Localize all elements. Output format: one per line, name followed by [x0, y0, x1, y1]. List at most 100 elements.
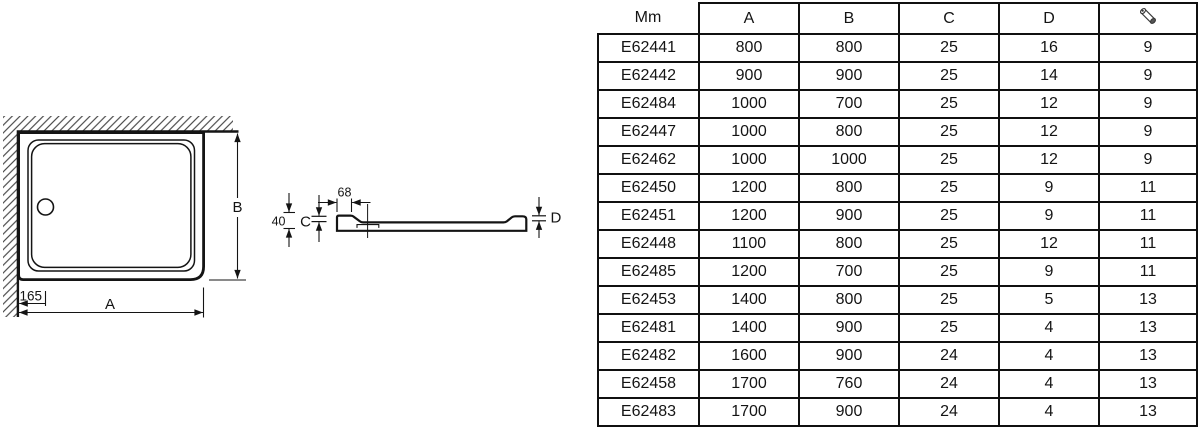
cell-b: 760 — [798, 369, 900, 399]
table-row: E62458 1700 760 24 4 13 — [597, 369, 1198, 399]
table-row: E62450 1200 800 25 9 11 — [597, 173, 1198, 203]
upstand-width-label: 68 — [338, 186, 352, 200]
cell-c: 25 — [898, 229, 1000, 259]
cell-c: 25 — [898, 117, 1000, 147]
cell-c: 25 — [898, 145, 1000, 175]
section-view: 68 40 C — [272, 186, 562, 247]
cell-d: 14 — [998, 61, 1100, 91]
cell-a: 1400 — [698, 285, 800, 315]
cell-a: 1000 — [698, 89, 800, 119]
cell-ref: E62481 — [597, 313, 700, 343]
cell-a: 1600 — [698, 341, 800, 371]
dim-d: D — [532, 197, 562, 238]
tray-rim-inner-line — [30, 142, 192, 269]
dim-c: C — [300, 195, 327, 242]
cell-a: 1200 — [698, 257, 800, 287]
plan-view: B A 165 — [3, 116, 246, 318]
cell-c: 24 — [898, 397, 1000, 427]
cell-a: 1400 — [698, 313, 800, 343]
col-header-a: A — [698, 2, 800, 35]
cell-screws: 11 — [1098, 257, 1198, 287]
cell-c: 25 — [898, 285, 1000, 315]
col-header-b: B — [798, 2, 900, 35]
table-row: E62453 1400 800 25 5 13 — [597, 285, 1198, 315]
dim-b: B — [209, 133, 246, 281]
inner-depth-label: D — [551, 210, 562, 227]
col-header-d: D — [998, 2, 1100, 35]
table-row: E62441 800 800 25 16 9 — [597, 33, 1198, 63]
table-row: E62481 1400 900 25 4 13 — [597, 313, 1198, 343]
cell-b: 900 — [798, 201, 900, 231]
tray-rim-outer-line — [27, 139, 196, 272]
cell-ref: E62450 — [597, 173, 700, 203]
cell-d: 4 — [998, 313, 1100, 343]
cell-d: 9 — [998, 257, 1100, 287]
dim-40: 40 — [272, 193, 295, 247]
table-row: E62451 1200 900 25 9 11 — [597, 201, 1198, 231]
upstand-height-label: 40 — [272, 215, 286, 229]
drain-icon — [36, 198, 55, 216]
cell-ref: E62453 — [597, 285, 700, 315]
cell-ref: E62462 — [597, 145, 700, 175]
cell-d: 12 — [998, 117, 1100, 147]
cell-b: 700 — [798, 257, 900, 287]
cell-ref: E62482 — [597, 341, 700, 371]
cell-a: 1700 — [698, 369, 800, 399]
cell-screws: 11 — [1098, 173, 1198, 203]
tray-profile-outline — [335, 214, 528, 232]
cell-screws: 13 — [1098, 341, 1198, 371]
cell-a: 1000 — [698, 145, 800, 175]
plan-width-label: A — [105, 296, 115, 313]
cell-d: 12 — [998, 89, 1100, 119]
table-header-row: Mm A B C D — [598, 2, 1198, 35]
cell-ref: E62483 — [597, 397, 700, 427]
cell-ref: E62441 — [597, 33, 700, 63]
cell-a: 900 — [698, 61, 800, 91]
cell-screws: 9 — [1098, 145, 1198, 175]
cell-screws: 9 — [1098, 33, 1198, 63]
dim-68: 68 — [318, 186, 371, 212]
cell-c: 25 — [898, 89, 1000, 119]
cell-d: 4 — [998, 341, 1100, 371]
col-header-ref: Mm — [598, 3, 700, 35]
cell-c: 25 — [898, 257, 1000, 287]
cell-c: 25 — [898, 313, 1000, 343]
shower-tray-outline — [17, 131, 205, 281]
table-row: E62448 1100 800 25 12 11 — [597, 229, 1198, 259]
cell-d: 16 — [998, 33, 1100, 63]
drain-offset-label: 165 — [20, 289, 43, 304]
cell-c: 25 — [898, 33, 1000, 63]
cell-screws: 11 — [1098, 229, 1198, 259]
cell-a: 1100 — [698, 229, 800, 259]
cell-screws: 13 — [1098, 369, 1198, 399]
technical-drawings: B A 165 — [3, 116, 562, 318]
cell-ref: E62442 — [597, 61, 700, 91]
cell-a: 800 — [698, 33, 800, 63]
table-row: E62482 1600 900 24 4 13 — [597, 341, 1198, 371]
cell-a: 1700 — [698, 397, 800, 427]
cell-b: 800 — [798, 117, 900, 147]
cell-c: 24 — [898, 341, 1000, 371]
cell-screws: 9 — [1098, 61, 1198, 91]
cell-b: 900 — [798, 397, 900, 427]
screw-icon — [1136, 4, 1160, 28]
cell-b: 800 — [798, 33, 900, 63]
cell-ref: E62458 — [597, 369, 700, 399]
cell-b: 1000 — [798, 145, 900, 175]
cell-b: 800 — [798, 285, 900, 315]
cell-screws: 13 — [1098, 285, 1198, 315]
cell-d: 5 — [998, 285, 1100, 315]
dim-165: 165 — [19, 289, 47, 307]
cell-d: 9 — [998, 201, 1100, 231]
col-header-screws — [1098, 2, 1198, 35]
cell-screws: 9 — [1098, 117, 1198, 147]
cell-a: 1200 — [698, 201, 800, 231]
cell-ref: E62451 — [597, 201, 700, 231]
cell-b: 900 — [798, 61, 900, 91]
cell-screws: 13 — [1098, 313, 1198, 343]
table-row: E62447 1000 800 25 12 9 — [597, 117, 1198, 147]
cell-d: 9 — [998, 173, 1100, 203]
cell-c: 24 — [898, 369, 1000, 399]
cell-ref: E62448 — [597, 229, 700, 259]
